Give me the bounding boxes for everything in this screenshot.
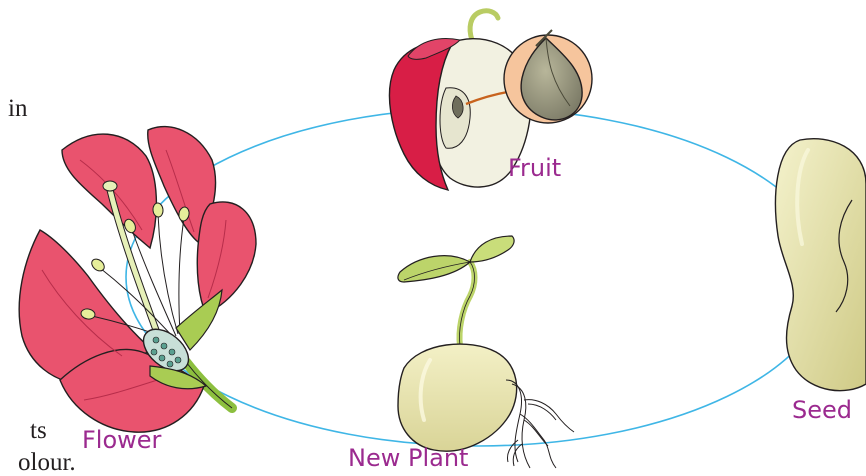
label-flower: Flower bbox=[82, 428, 161, 452]
seed-icon bbox=[776, 139, 866, 391]
fruit-icon bbox=[389, 11, 592, 190]
label-fruit: Fruit bbox=[508, 156, 561, 180]
label-seed: Seed bbox=[792, 398, 852, 422]
seedling-icon bbox=[398, 236, 574, 468]
flower-icon bbox=[19, 127, 256, 433]
label-new-plant: New Plant bbox=[348, 446, 468, 470]
